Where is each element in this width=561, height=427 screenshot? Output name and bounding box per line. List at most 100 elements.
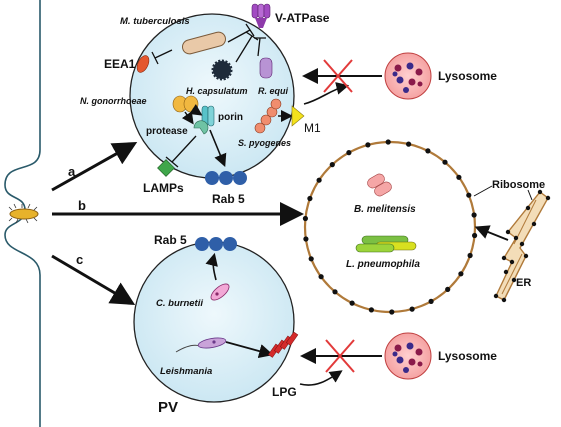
porin-icon xyxy=(201,105,215,127)
m1-marker xyxy=(291,105,305,127)
ribosome-dot xyxy=(385,139,391,145)
ribosome-dot xyxy=(316,177,322,183)
v-atpase-icon xyxy=(251,3,271,28)
lysosome-bottom xyxy=(384,332,432,380)
ribosome-dot xyxy=(303,236,309,242)
er-ribosome-dot xyxy=(511,277,517,283)
er-ribosome-dot xyxy=(501,255,507,261)
pv-label: PV xyxy=(158,399,178,416)
h-capsulatum-label: H. capsulatum xyxy=(186,86,248,96)
l-pneumophila-bacterium xyxy=(355,235,417,253)
ribosome-pointer xyxy=(473,185,493,197)
leishmania-parasite xyxy=(175,337,227,353)
ribosome-dot xyxy=(409,306,415,312)
ribosome-dot xyxy=(406,141,412,147)
inhibit-bar-icon xyxy=(151,49,173,65)
protease-icon xyxy=(193,120,209,135)
arrow-icon xyxy=(474,225,509,241)
path-a-arrow xyxy=(51,142,138,192)
er-ribosome-dot xyxy=(537,189,543,195)
path-c-label: c xyxy=(76,252,83,267)
ribosome-dot xyxy=(458,271,464,277)
lamps-marker xyxy=(157,159,175,177)
er-ribosome-dots xyxy=(493,189,551,303)
m1-label: M1 xyxy=(304,121,321,135)
er-ribosome-dot xyxy=(503,269,509,275)
ribosome-dot xyxy=(456,174,462,180)
m-tuberculosis-label: M. tuberculosis xyxy=(120,16,190,27)
er-ribosome-dot xyxy=(513,235,519,241)
er-ribosome-dot xyxy=(531,221,537,227)
porin-label: porin xyxy=(218,112,243,123)
inhibit-bar-icon xyxy=(165,135,197,168)
ribosome-dot xyxy=(302,215,308,222)
arrow-icon xyxy=(189,104,203,116)
ribosome-dot xyxy=(365,142,371,148)
er-ribosome-dot xyxy=(523,253,529,259)
er-ribosome-dot xyxy=(509,259,515,265)
arrow-icon xyxy=(225,341,274,359)
path-c-arrow xyxy=(51,254,136,306)
ribosome-dot xyxy=(349,300,355,306)
er-ribosome-dot xyxy=(505,229,511,235)
ribosome-dot xyxy=(425,148,431,154)
ribosome-dots xyxy=(302,139,478,315)
arrow-icon xyxy=(205,252,218,281)
ribosome-dot xyxy=(308,256,314,262)
h-capsulatum-organism xyxy=(211,59,233,81)
er-ribosome-dot xyxy=(525,205,531,211)
ribosome-dot xyxy=(472,232,478,239)
ribosome-dot xyxy=(466,192,472,198)
lysosome-top xyxy=(384,52,432,100)
s-pyogenes-label: S. pyogenes xyxy=(238,138,291,148)
lpg-label: LPG xyxy=(272,385,297,399)
inhibit-bar-icon xyxy=(235,31,259,63)
ribosome-dot xyxy=(428,298,434,304)
path-a-label: a xyxy=(68,164,76,179)
ribosome-pointer xyxy=(527,189,533,201)
lpg-icon xyxy=(267,331,299,358)
lysosome-bottom-label: Lysosome xyxy=(438,349,497,363)
n-gonorrhoeae-label: N. gonorrhoeae xyxy=(80,96,147,106)
ribosome-dot xyxy=(329,162,335,168)
ribosome-dot xyxy=(445,286,451,292)
ribosome-dot xyxy=(471,212,477,218)
er-ribosome-dot xyxy=(519,241,525,247)
arrow-icon xyxy=(181,111,194,125)
ribosome-dot xyxy=(346,150,352,156)
ribosome-dot xyxy=(318,274,324,280)
s-pyogenes-bacterium xyxy=(254,98,282,134)
eea1-marker xyxy=(136,55,150,73)
cross-icon xyxy=(323,59,353,93)
l-pneumophila-label: L. pneumophila xyxy=(346,259,420,270)
ribosome-dot xyxy=(368,307,374,313)
r-equi-bacterium xyxy=(259,57,273,79)
arrow-icon xyxy=(209,129,227,167)
er-label: ER xyxy=(516,277,531,289)
er-ribosome-dot xyxy=(501,297,507,303)
rab5-bottom-label: Rab 5 xyxy=(154,233,187,247)
v-atpase-label: V-ATPase xyxy=(275,11,330,25)
cross-icon xyxy=(325,339,355,373)
b-melitensis-bacterium xyxy=(367,173,392,197)
c-burnetii-label: C. burnetii xyxy=(156,298,203,309)
ribosome-dot xyxy=(442,159,448,165)
lysosome-top-label: Lysosome xyxy=(438,69,497,83)
ribosome-dot xyxy=(332,289,338,295)
ribosome-dot xyxy=(389,309,395,315)
replicative-vacuole xyxy=(303,140,477,314)
arrow-icon xyxy=(299,370,343,386)
leishmania-label: Leishmania xyxy=(160,366,212,377)
rab5-top-marker xyxy=(205,171,247,185)
er-ribosome-dot xyxy=(545,195,551,201)
protease-label: protease xyxy=(146,126,188,137)
er-ribosome-dot xyxy=(493,293,499,299)
ribosome-dot xyxy=(467,252,473,259)
arrow-icon xyxy=(303,82,350,105)
c-burnetii-core xyxy=(215,292,219,296)
m-tuberculosis-bacterium xyxy=(182,31,226,55)
lamps-label: LAMPs xyxy=(143,181,184,195)
inhibit-bar-icon xyxy=(254,37,266,57)
ribosome-label: Ribosome xyxy=(492,179,545,191)
